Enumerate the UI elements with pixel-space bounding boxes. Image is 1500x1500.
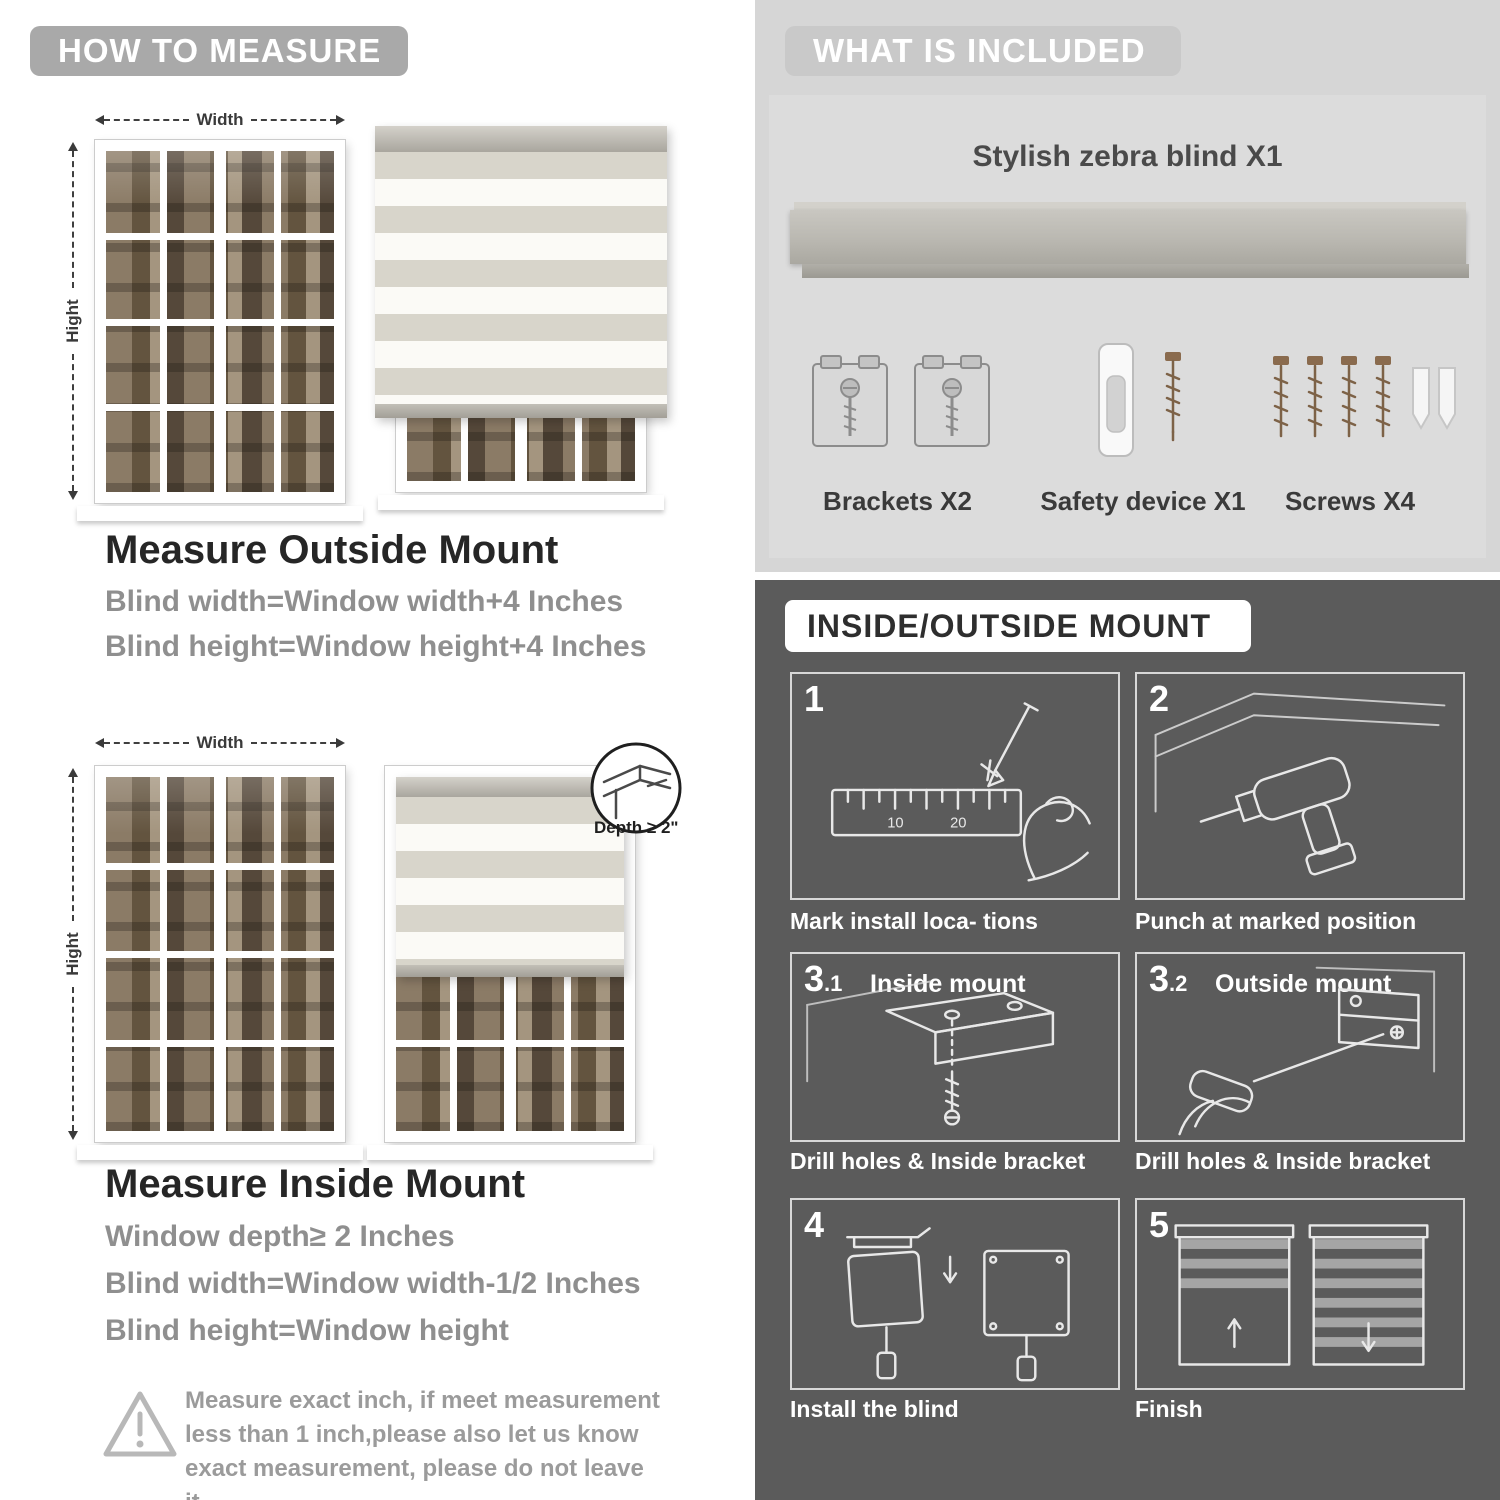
blind-headrail [396, 777, 624, 797]
step-number: 3.2 [1149, 958, 1188, 999]
blind-headrail [375, 126, 667, 152]
inside-outside-mount-label: INSIDE/OUTSIDE MOUNT [807, 607, 1212, 644]
step-panel-2: 2 [1135, 672, 1465, 900]
height-label: Hight [63, 932, 82, 976]
how-to-measure-header: HOW TO MEASURE [30, 26, 408, 76]
height-dimension-inside: Hight [62, 768, 84, 1140]
step-panel-3-2: 3.2 Outside mount [1135, 952, 1465, 1142]
window-muntin [106, 318, 334, 326]
step-caption-3-2: Drill holes & Inside bracket [1135, 1148, 1431, 1174]
step-number: 4 [804, 1204, 825, 1245]
finish-drawing [1174, 1224, 1429, 1366]
how-to-measure-label: HOW TO MEASURE [58, 32, 382, 69]
step-number: 2 [1149, 678, 1170, 719]
what-is-included-label: WHAT IS INCLUDED [813, 32, 1146, 69]
zebra-blind-headrail-image [790, 202, 1469, 282]
outside-mount-label: Outside mount [1215, 970, 1392, 998]
step-number: 5 [1149, 1204, 1170, 1245]
mark-locations-drawing: 10 20 [830, 702, 1091, 882]
outside-mount-title: Measure Outside Mount [105, 528, 559, 572]
step-caption-3-1: Drill holes & Inside bracket [790, 1148, 1086, 1174]
step-number: 3.1 [804, 958, 843, 999]
height-dimension-outside: Hight [62, 142, 84, 500]
included-panel [769, 95, 1486, 558]
product-label: Stylish zebra blind X1 [972, 140, 1283, 173]
window-muntin [106, 233, 334, 241]
zebra-blind-illustration [375, 126, 667, 418]
ruler-mark: 10 [887, 815, 903, 831]
what-is-included-header: WHAT IS INCLUDED [785, 26, 1181, 76]
arrow-up-icon [68, 142, 78, 151]
step-panel-5: 5 [1135, 1198, 1465, 1390]
step-panel-4: 4 [790, 1198, 1120, 1390]
inside-outside-mount-header: INSIDE/OUTSIDE MOUNT [785, 600, 1251, 652]
arrow-left-icon [95, 738, 104, 748]
inside-mount-figure [367, 766, 653, 1162]
measurement-line: Blind height=Window height [105, 1314, 509, 1347]
arrow-down-icon [68, 1131, 78, 1140]
width-label: Width [196, 110, 244, 129]
arrow-down-icon [68, 491, 78, 500]
step-number: 1 [804, 678, 825, 719]
step-panel-3-1: 3.1 Inside mount [790, 952, 1120, 1142]
brackets-image [811, 354, 991, 448]
blind-bottom-rail [375, 404, 667, 418]
window-sill [367, 1145, 653, 1160]
safety-device-image [1098, 343, 1181, 457]
inside-mount-title: Measure Inside Mount [105, 1162, 526, 1206]
measurement-line: Window depth≥ 2 Inches [105, 1220, 455, 1253]
arrow-right-icon [336, 738, 345, 748]
warning-text: Measure exact inch, if meet measurement … [185, 1387, 660, 1500]
step-caption-1: Mark install loca- tions [790, 908, 1038, 934]
window-muntin [106, 403, 334, 411]
blind-fabric [375, 152, 667, 404]
zebra-blind-illustration [396, 777, 624, 977]
depth-label: Depth ≥ 2" [594, 818, 679, 837]
window-illustration-outside [77, 140, 363, 521]
measurement-line: Blind width=Window width+4 Inches [105, 585, 624, 618]
drill-drawing [1154, 692, 1446, 876]
arrow-up-icon [68, 768, 78, 777]
what-is-included-section: WHAT IS INCLUDED Stylish zebra blind X1 [755, 0, 1500, 572]
step-caption-4: Install the blind [790, 1396, 959, 1422]
window-sill [77, 506, 363, 521]
measurement-line: Blind width=Window width-1/2 Inches [105, 1267, 641, 1300]
warning-icon [103, 1391, 177, 1457]
outside-bracket-drawing [1178, 966, 1436, 1136]
install-blind-drawing [846, 1227, 1070, 1382]
inside-bracket-drawing [806, 980, 1055, 1126]
depth-detail-circle [590, 742, 682, 834]
step-panel-1: 1 10 20 [790, 672, 1120, 900]
safety-device-label: Safety device X1 [1040, 486, 1246, 516]
height-label: Hight [63, 299, 82, 343]
window-sill [378, 495, 664, 510]
measurement-line: Blind height=Window height+4 Inches [105, 630, 647, 663]
width-dimension-outside: Width [95, 110, 345, 130]
arrow-right-icon [336, 115, 345, 125]
screws-image [1273, 356, 1456, 438]
width-dimension-inside: Width [95, 733, 345, 753]
step-caption-5: Finish [1135, 1396, 1203, 1422]
blind-fabric [396, 797, 624, 965]
step-caption-2: Punch at marked position [1135, 908, 1417, 934]
width-label: Width [196, 733, 244, 752]
screws-label: Screws X4 [1284, 486, 1416, 516]
blind-bottom-rail [396, 965, 624, 977]
outside-mount-figure [375, 126, 667, 522]
arrow-left-icon [95, 115, 104, 125]
window-illustration-inside [77, 766, 363, 1160]
ruler-mark: 20 [950, 815, 966, 831]
window-sill [77, 1145, 363, 1160]
brackets-label: Brackets X2 [823, 486, 972, 516]
mount-instructions-section: INSIDE/OUTSIDE MOUNT 1 [755, 580, 1500, 1500]
